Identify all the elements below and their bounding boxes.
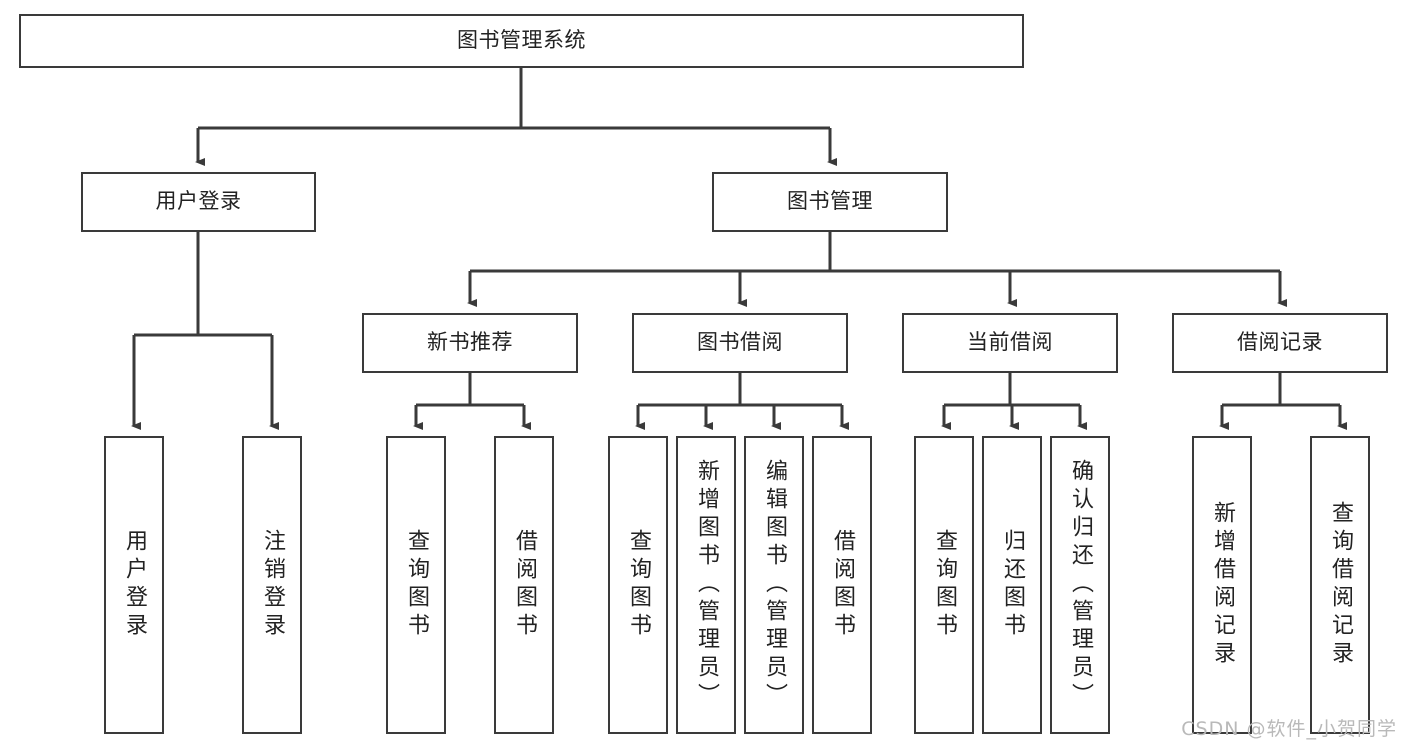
node-leaf-borrow-edit-book-label: 编辑图书（管理员）	[762, 459, 787, 711]
node-book-borrow-label: 图书借阅	[697, 330, 783, 355]
node-new-book-recommend[interactable]: 新书推荐	[362, 313, 578, 373]
node-leaf-user-login-login[interactable]: 用户登录	[104, 436, 164, 734]
node-book-management-label: 图书管理	[787, 189, 873, 214]
node-leaf-recommend-query-book[interactable]: 查询图书	[386, 436, 446, 734]
node-user-login-label: 用户登录	[155, 189, 242, 214]
node-leaf-borrow-edit-book[interactable]: 编辑图书（管理员）	[744, 436, 804, 734]
node-leaf-current-query-book-label: 查询图书	[932, 529, 957, 641]
node-leaf-record-query-record[interactable]: 查询借阅记录	[1310, 436, 1370, 734]
node-borrow-record-label: 借阅记录	[1237, 330, 1323, 355]
node-leaf-current-confirm-return-label: 确认归还（管理员）	[1068, 459, 1093, 711]
node-book-management[interactable]: 图书管理	[712, 172, 948, 232]
node-borrow-record[interactable]: 借阅记录	[1172, 313, 1388, 373]
node-leaf-user-login-logout[interactable]: 注销登录	[242, 436, 302, 734]
node-leaf-user-login-logout-label: 注销登录	[260, 529, 285, 641]
node-book-borrow[interactable]: 图书借阅	[632, 313, 848, 373]
csdn-watermark: CSDN @软件_小贺同学	[1181, 718, 1397, 740]
node-leaf-record-query-record-label: 查询借阅记录	[1328, 501, 1353, 669]
node-leaf-recommend-borrow-book-label: 借阅图书	[512, 529, 537, 641]
node-leaf-borrow-query-book[interactable]: 查询图书	[608, 436, 668, 734]
node-leaf-borrow-query-book-label: 查询图书	[626, 529, 651, 641]
node-current-borrow[interactable]: 当前借阅	[902, 313, 1118, 373]
node-leaf-current-query-book[interactable]: 查询图书	[914, 436, 974, 734]
node-leaf-borrow-borrow-book-label: 借阅图书	[830, 529, 855, 641]
node-leaf-borrow-borrow-book[interactable]: 借阅图书	[812, 436, 872, 734]
node-leaf-record-add-record-label: 新增借阅记录	[1210, 501, 1235, 669]
node-leaf-recommend-query-book-label: 查询图书	[404, 529, 429, 641]
node-user-login[interactable]: 用户登录	[81, 172, 316, 232]
node-new-book-recommend-label: 新书推荐	[427, 330, 513, 355]
node-leaf-borrow-add-book-label: 新增图书（管理员）	[694, 459, 719, 711]
node-leaf-recommend-borrow-book[interactable]: 借阅图书	[494, 436, 554, 734]
node-leaf-borrow-add-book[interactable]: 新增图书（管理员）	[676, 436, 736, 734]
node-root-system[interactable]: 图书管理系统	[19, 14, 1024, 68]
node-leaf-current-return-book-label: 归还图书	[1000, 529, 1025, 641]
node-leaf-user-login-login-label: 用户登录	[122, 529, 147, 641]
node-current-borrow-label: 当前借阅	[967, 330, 1053, 355]
node-root-system-label: 图书管理系统	[457, 28, 586, 53]
node-leaf-current-return-book[interactable]: 归还图书	[982, 436, 1042, 734]
node-leaf-current-confirm-return[interactable]: 确认归还（管理员）	[1050, 436, 1110, 734]
node-leaf-record-add-record[interactable]: 新增借阅记录	[1192, 436, 1252, 734]
